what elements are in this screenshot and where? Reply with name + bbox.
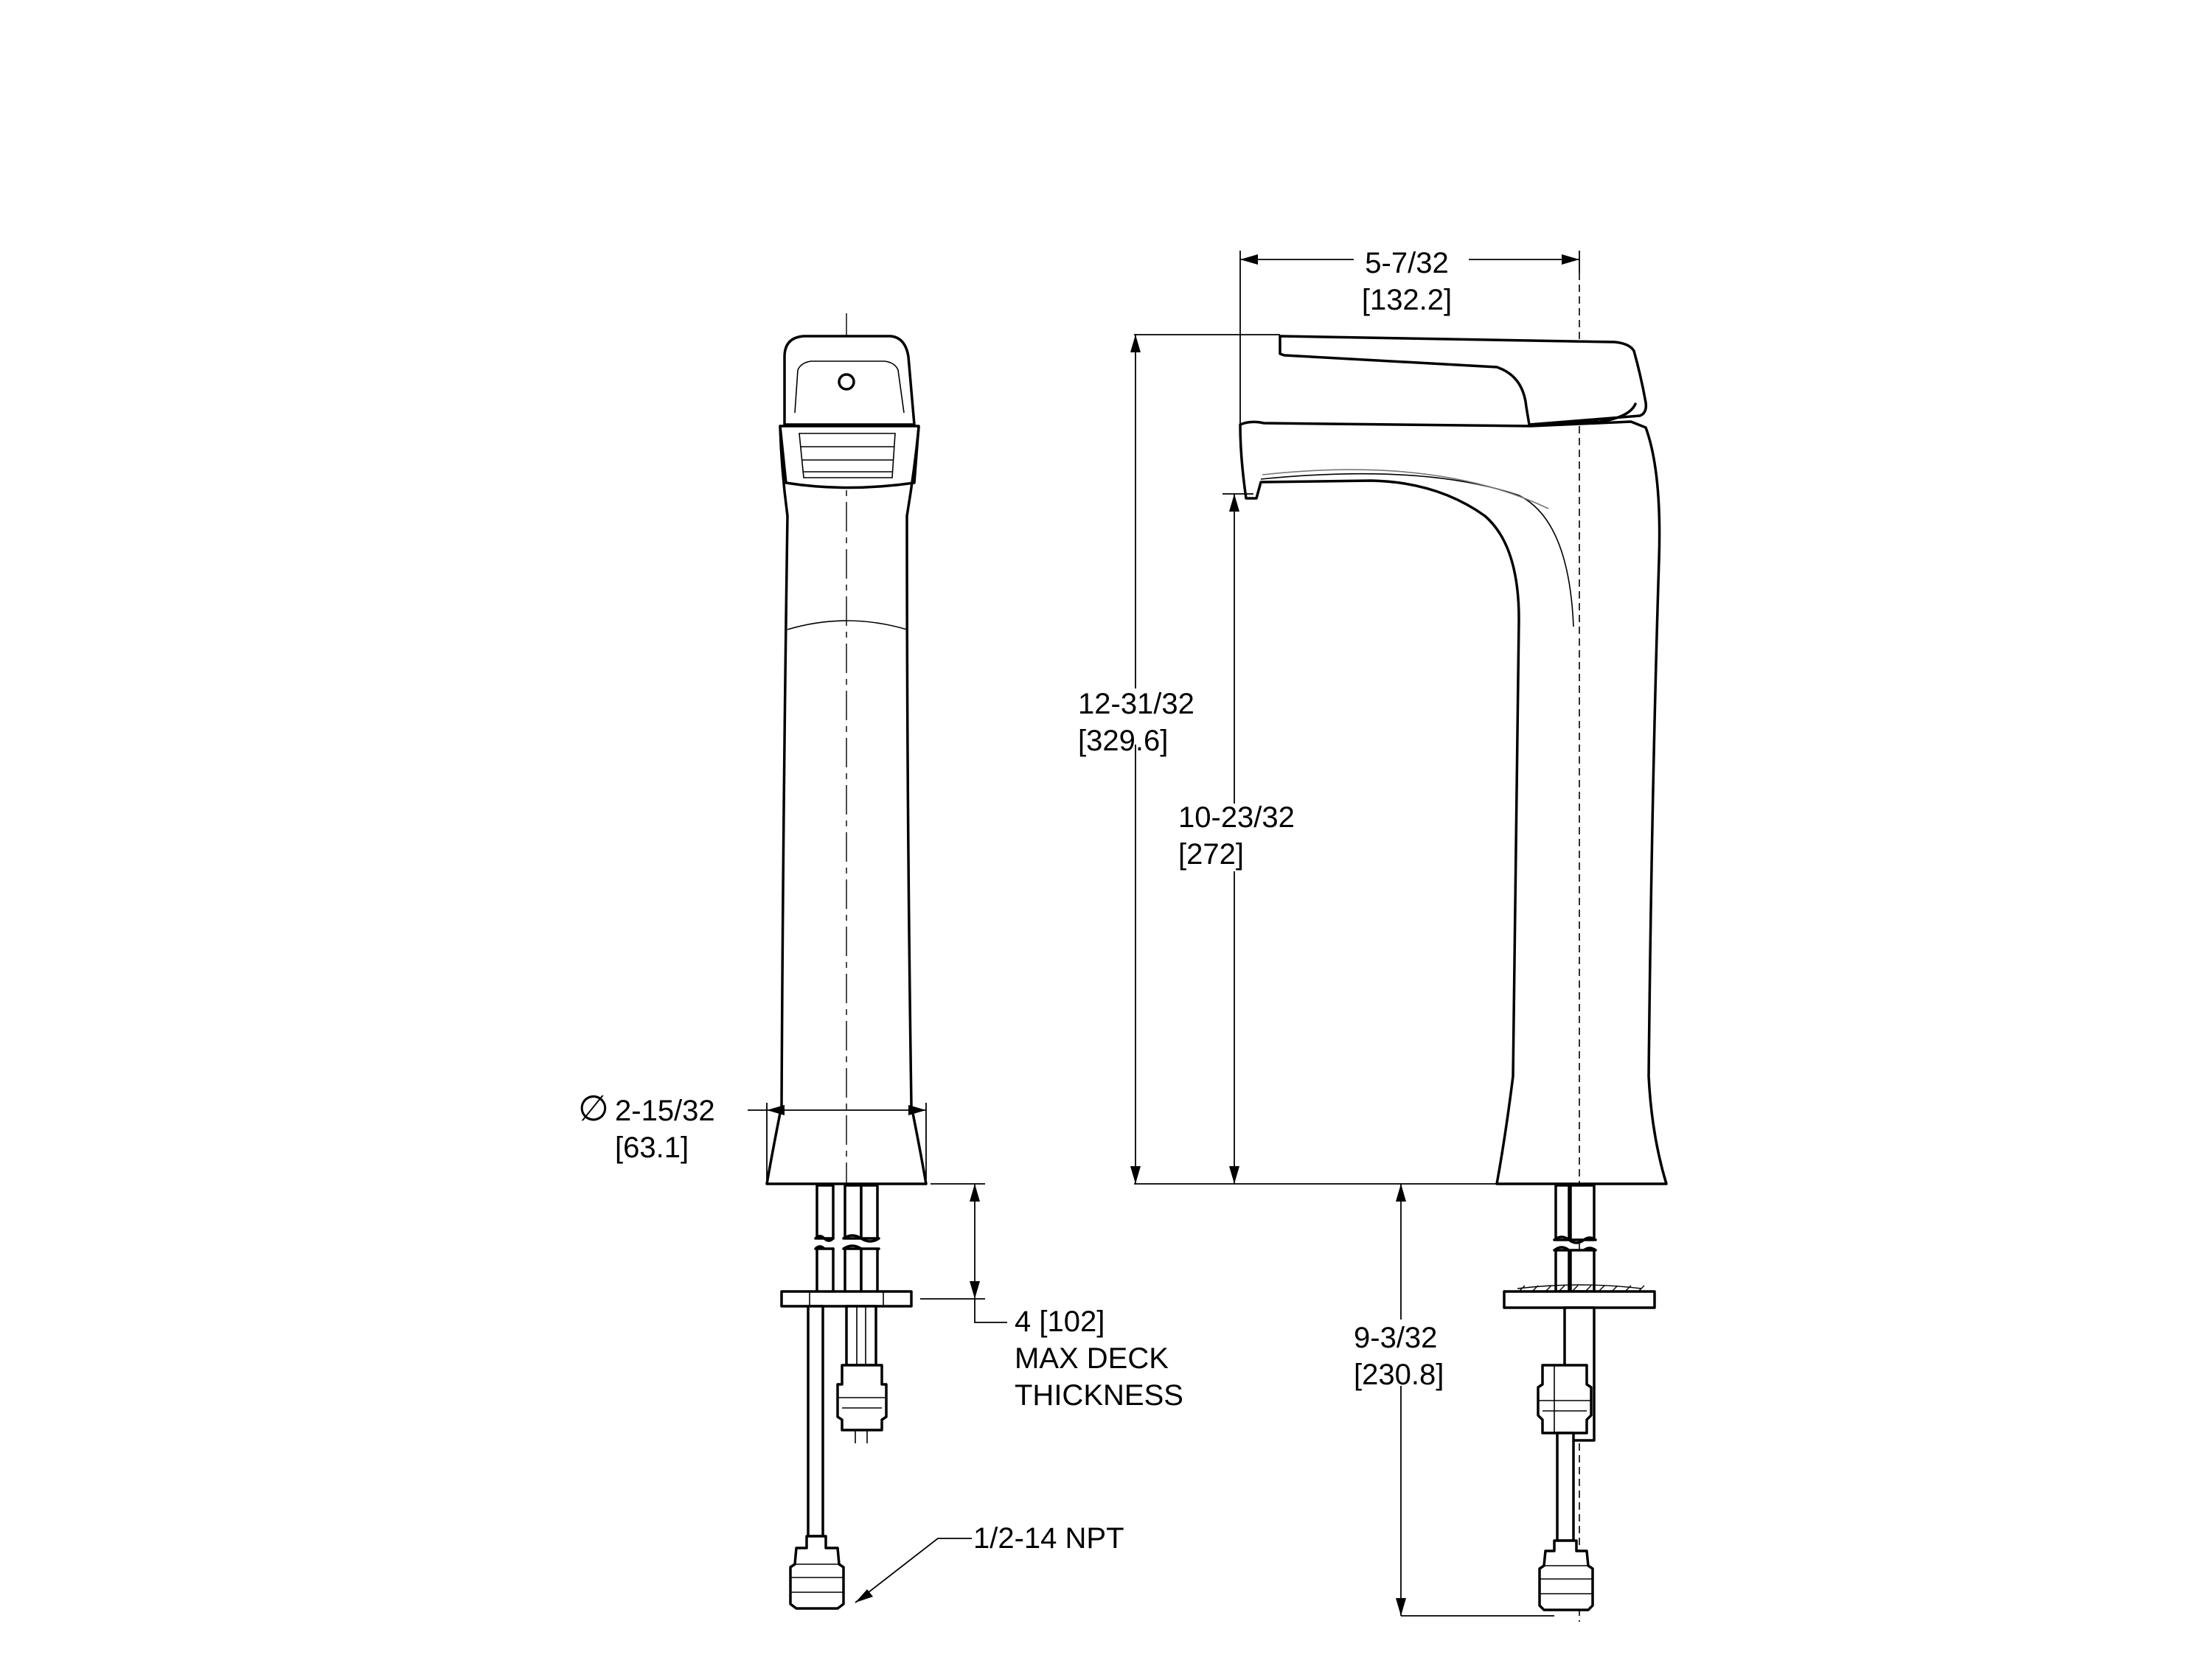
- side-view-handle: [783, 335, 916, 426]
- shank-length-dimension: [1396, 1184, 1554, 1617]
- base-diameter-dimension: [748, 1103, 927, 1179]
- npt-connection-label: 1/2-14 NPT: [973, 1522, 1124, 1555]
- side-view-body-sweep: [787, 620, 908, 630]
- side-view-supply-fitting: [789, 1535, 845, 1610]
- overall-height-dimension: [1130, 334, 1497, 1185]
- side-view-mounting-plate: [780, 1290, 913, 1308]
- spout-reach-dimension: [1239, 251, 1580, 425]
- front-view-shanks: [1553, 1184, 1597, 1293]
- base-diameter-metric: [63.1]: [615, 1132, 689, 1164]
- front-view-supply-line: [1556, 1432, 1575, 1542]
- side-view-handle-inner: [794, 360, 905, 414]
- spout-reach-metric: [132.2]: [1362, 284, 1452, 316]
- front-view-faucet: [1239, 273, 1668, 1622]
- side-view-collar: [779, 425, 920, 489]
- front-view-spout-highlight: [1260, 473, 1574, 627]
- spout-height-metric: [272]: [1178, 838, 1244, 871]
- side-view-lower-shank: [845, 1305, 877, 1367]
- base-diameter-imperial: 2-15/32: [615, 1095, 715, 1127]
- deck-thickness-line1: 4 [102]: [1015, 1305, 1105, 1338]
- npt-leader: [855, 1538, 972, 1603]
- side-view-handle-screw-icon: [838, 373, 855, 391]
- side-view-collar-inner: [799, 433, 896, 478]
- spout-height-imperial: 10-23/32: [1178, 801, 1295, 834]
- spout-height-dimension: [1222, 493, 1253, 1184]
- side-view-faucet: [765, 313, 928, 1610]
- front-view-body: [1239, 420, 1668, 1185]
- side-view-shanks: [814, 1184, 880, 1294]
- shank-length-imperial: 9-3/32: [1354, 1322, 1437, 1354]
- deck-thickness-line2: MAX DECK: [1015, 1342, 1169, 1375]
- deck-thickness-dimension: [920, 1183, 1007, 1323]
- front-view-lever-handle: [1279, 335, 1648, 426]
- front-view-mounting-plate: [1503, 1290, 1656, 1309]
- overall-height-imperial: 12-31/32: [1078, 688, 1194, 720]
- front-view-supply-fitting: [1538, 1539, 1594, 1611]
- deck-thickness-line3: THICKNESS: [1015, 1379, 1183, 1412]
- front-view-mounting-nut: [1537, 1364, 1593, 1434]
- side-view-body: [765, 426, 928, 1185]
- diameter-symbol-icon: ∅: [578, 1089, 609, 1129]
- front-view-mounting-plate-hatch: [1516, 1284, 1645, 1292]
- overall-height-metric: [329.6]: [1078, 725, 1168, 757]
- front-view-spout-sweep: [1262, 469, 1549, 509]
- front-view-handle-base: [1528, 402, 1637, 426]
- side-view-supply-line: [807, 1305, 824, 1538]
- spout-reach-imperial: 5-7/32: [1365, 247, 1448, 279]
- shank-length-metric: [230.8]: [1354, 1359, 1444, 1391]
